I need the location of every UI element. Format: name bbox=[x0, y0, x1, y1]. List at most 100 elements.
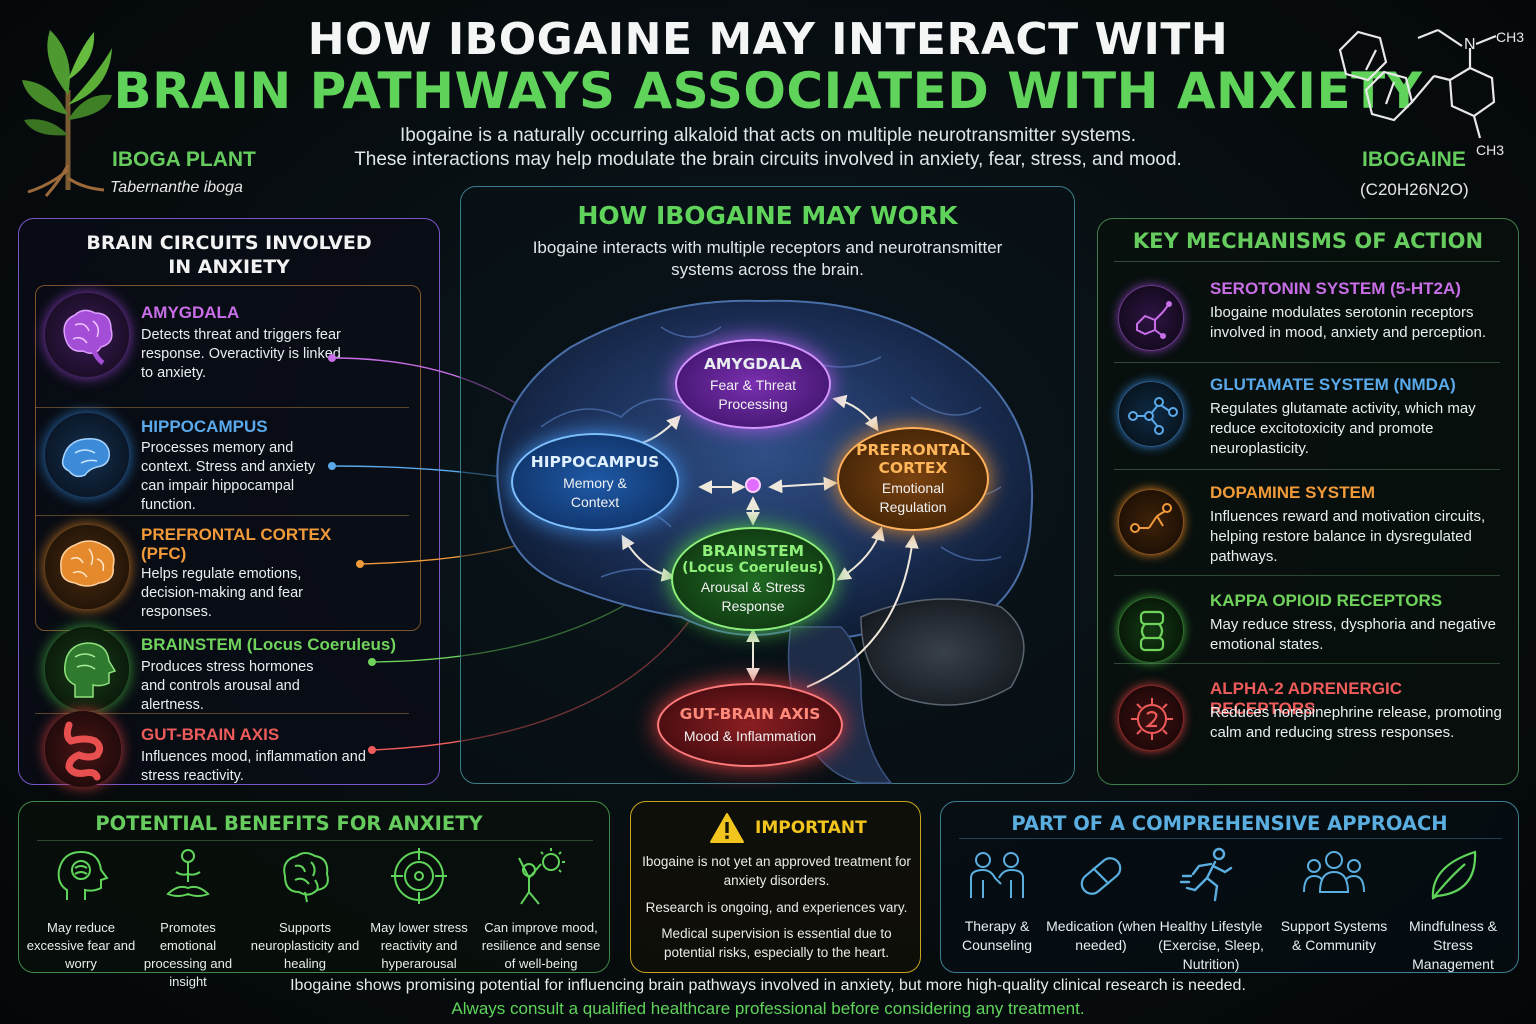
approach-text: Therapy & Counseling bbox=[961, 918, 1033, 953]
dopamine-molecule-icon bbox=[1118, 489, 1184, 555]
circuits-box-border bbox=[35, 285, 421, 631]
brain-circuits-panel: BRAIN CIRCUITS INVOLVED IN ANXIETY AMYGD… bbox=[18, 218, 440, 787]
mechanism-title-alpha-2: ALPHA-2 ADRENERGIC RECEPTORS bbox=[1210, 679, 1403, 718]
brainstem-head-icon bbox=[45, 627, 129, 711]
mechanism-desc-glutamate: Regulates glutamate activity, which may … bbox=[1210, 400, 1476, 457]
mechanism-desc-alpha-2: Reduces norepinephrine release, promotin… bbox=[1210, 704, 1502, 741]
benefits-title: POTENTIAL BENEFITS FOR ANXIETY bbox=[95, 812, 483, 835]
people-talking-icon bbox=[970, 852, 1024, 898]
circuit-title-hippocampus: HIPPOCAMPUS bbox=[141, 417, 268, 436]
benefit-text: Supports neuroplasticity and healing bbox=[250, 920, 360, 971]
node-pfc-title-1: PREFRONTAL bbox=[856, 441, 970, 459]
pill-icon bbox=[1080, 857, 1122, 895]
node-pfc-sub-1: Emotional bbox=[881, 480, 945, 496]
node-brainstem-title-2: (Locus Coeruleus) bbox=[682, 560, 824, 576]
how-ibogaine-works-panel: HOW IBOGAINE MAY WORK Ibogaine interacts… bbox=[460, 186, 1075, 784]
important-text-3: Medical supervision is essential due to … bbox=[661, 926, 892, 960]
approach-title: PART OF A COMPREHENSIVE APPROACH bbox=[1011, 812, 1448, 835]
benefit-text: May lower stress reactivity and hyperaro… bbox=[370, 920, 468, 971]
circuit-item-amygdala: AMYGDALA Detects threat and triggers fea… bbox=[37, 289, 427, 407]
brain-circuits-title-line-1: BRAIN CIRCUITS INVOLVED bbox=[86, 232, 372, 254]
node-amygdala: AMYGDALA Fear & Threat Processing bbox=[675, 339, 831, 429]
node-gut-brain-axis: GUT-BRAIN AXIS Mood & Inflammation bbox=[657, 683, 843, 767]
approach-text: Support Systems & Community bbox=[1280, 918, 1388, 953]
mechanism-glutamate: GLUTAMATE SYSTEM (NMDA) Regulates glutam… bbox=[1112, 375, 1502, 475]
approach-text: Mindfulness & Stress Management bbox=[1409, 918, 1497, 972]
glutamate-molecule-icon bbox=[1118, 381, 1184, 447]
circuit-desc-brainstem: Produces stress hormones and controls ar… bbox=[141, 659, 314, 713]
mechanism-dopamine: DOPAMINE SYSTEM Influences reward and mo… bbox=[1112, 483, 1502, 583]
node-pfc-title-2: CORTEX bbox=[878, 459, 948, 477]
center-desc-line-1: Ibogaine interacts with multiple recepto… bbox=[532, 238, 1003, 257]
approach-item: Therapy & Counseling bbox=[941, 846, 1053, 955]
divider bbox=[35, 407, 409, 408]
molecule-formula: (C20H26N2O) bbox=[1360, 180, 1469, 199]
circuit-item-gut-brain: GUT-BRAIN AXIS Influences mood, inflamma… bbox=[37, 711, 427, 787]
molecule-label: IBOGAINE bbox=[1362, 148, 1466, 171]
node-amygdala-sub-2: Processing bbox=[718, 395, 788, 412]
meditation-icon bbox=[166, 849, 210, 897]
plant-latin-name: Tabernanthe iboga bbox=[110, 179, 243, 196]
node-amygdala-title: AMYGDALA bbox=[703, 354, 803, 373]
comprehensive-approach-panel: PART OF A COMPREHENSIVE APPROACH Therapy… bbox=[940, 801, 1519, 973]
mechanism-title-kappa-opioid: KAPPA OPIOID RECEPTORS bbox=[1210, 591, 1443, 610]
mechanism-title-glutamate: GLUTAMATE SYSTEM (NMDA) bbox=[1210, 375, 1456, 394]
node-gut-sub-1: Mood & Inflammation bbox=[683, 727, 817, 744]
group-icon bbox=[1303, 851, 1365, 893]
node-brainstem-sub-1: Arousal & Stress bbox=[700, 579, 806, 595]
subtitle-line-1: Ibogaine is a naturally occurring alkalo… bbox=[399, 125, 1137, 146]
node-pfc-sub-2: Regulation bbox=[879, 499, 947, 515]
circuit-desc-gut-brain: Influences mood, inflammation and stress… bbox=[141, 749, 366, 784]
node-hippocampus: HIPPOCAMPUS Memory & Context bbox=[511, 433, 679, 531]
benefit-item: Supports neuroplasticity and healing bbox=[249, 846, 361, 973]
circuit-desc-amygdala: Detects threat and triggers fear respons… bbox=[141, 327, 341, 381]
warning-icon bbox=[710, 813, 744, 843]
head-brain-icon bbox=[57, 850, 109, 900]
node-brainstem-sub-2: Response bbox=[721, 598, 785, 614]
sun-person-icon bbox=[518, 848, 565, 905]
divider bbox=[1114, 362, 1500, 363]
approach-item: Support Systems & Community bbox=[1275, 846, 1393, 955]
molecule-ch3-bottom: CH3 bbox=[1476, 142, 1504, 158]
benefit-item: Can improve mood, resilience and sense o… bbox=[477, 846, 605, 973]
title-line-1: HOW IBOGAINE MAY INTERACT WITH bbox=[307, 14, 1229, 65]
footer-consult-note: Always consult a qualified healthcare pr… bbox=[451, 999, 1085, 1018]
node-brainstem-title-1: BRAINSTEM bbox=[701, 542, 805, 560]
brain-circuits-title: BRAIN CIRCUITS INVOLVED IN ANXIETY bbox=[19, 231, 439, 279]
center-desc-line-2: systems across the brain. bbox=[671, 260, 864, 279]
leaf-icon bbox=[1431, 850, 1477, 900]
mechanism-serotonin: SEROTONIN SYSTEM (5-HT2A) Ibogaine modul… bbox=[1112, 279, 1502, 379]
important-title: IMPORTANT bbox=[755, 818, 867, 838]
runner-icon bbox=[1179, 847, 1233, 902]
iboga-plant-icon bbox=[22, 30, 112, 197]
brain-circuits-title-line-2: IN ANXIETY bbox=[168, 256, 290, 278]
node-hippocampus-sub-2: Context bbox=[570, 493, 620, 510]
molecule-n-label: N bbox=[1464, 36, 1476, 53]
mechanism-alpha-2: ALPHA-2 ADRENERGIC RECEPTORS Reduces nor… bbox=[1112, 679, 1502, 779]
circuit-title-gut-brain: GUT-BRAIN AXIS bbox=[141, 725, 280, 744]
divider bbox=[1114, 575, 1500, 576]
benefit-item: May reduce excessive fear and worry bbox=[25, 846, 137, 973]
circuit-desc-pfc: Helps regulate emotions, decision-making… bbox=[141, 566, 304, 620]
amygdala-brain-icon bbox=[45, 293, 129, 377]
center-panel-description: Ibogaine interacts with multiple recepto… bbox=[461, 237, 1074, 281]
divider bbox=[35, 515, 409, 516]
circuit-item-hippocampus: HIPPOCAMPUS Processes memory and context… bbox=[37, 409, 427, 519]
mechanism-title-serotonin: SEROTONIN SYSTEM (5-HT2A) bbox=[1210, 279, 1461, 298]
node-gut-title: GUT-BRAIN AXIS bbox=[679, 704, 821, 723]
brain-icon bbox=[283, 852, 329, 903]
circuit-desc-hippocampus: Processes memory and context. Stress and… bbox=[141, 440, 316, 513]
circuit-title-brainstem: BRAINSTEM (Locus Coeruleus) bbox=[141, 635, 397, 654]
hippocampus-icon bbox=[45, 413, 129, 497]
ibogaine-molecule-icon: N CH3 CH3 bbox=[1338, 28, 1524, 158]
mechanism-title-dopamine: DOPAMINE SYSTEM bbox=[1210, 483, 1375, 502]
important-text-1: Ibogaine is not yet an approved treatmen… bbox=[642, 854, 911, 888]
plant-label: IBOGA PLANT bbox=[112, 148, 256, 171]
approach-item: Medication (when needed) bbox=[1045, 846, 1157, 955]
important-text-2: Research is ongoing, and experiences var… bbox=[645, 900, 908, 915]
approach-text: Medication (when needed) bbox=[1046, 918, 1156, 953]
kappa-opioid-icon bbox=[1118, 597, 1184, 663]
subtitle-line-2: These interactions may help modulate the… bbox=[354, 149, 1182, 170]
benefit-text: Promotes emotional processing and insigh… bbox=[143, 920, 233, 989]
subtitle: Ibogaine is a naturally occurring alkalo… bbox=[300, 124, 1236, 172]
